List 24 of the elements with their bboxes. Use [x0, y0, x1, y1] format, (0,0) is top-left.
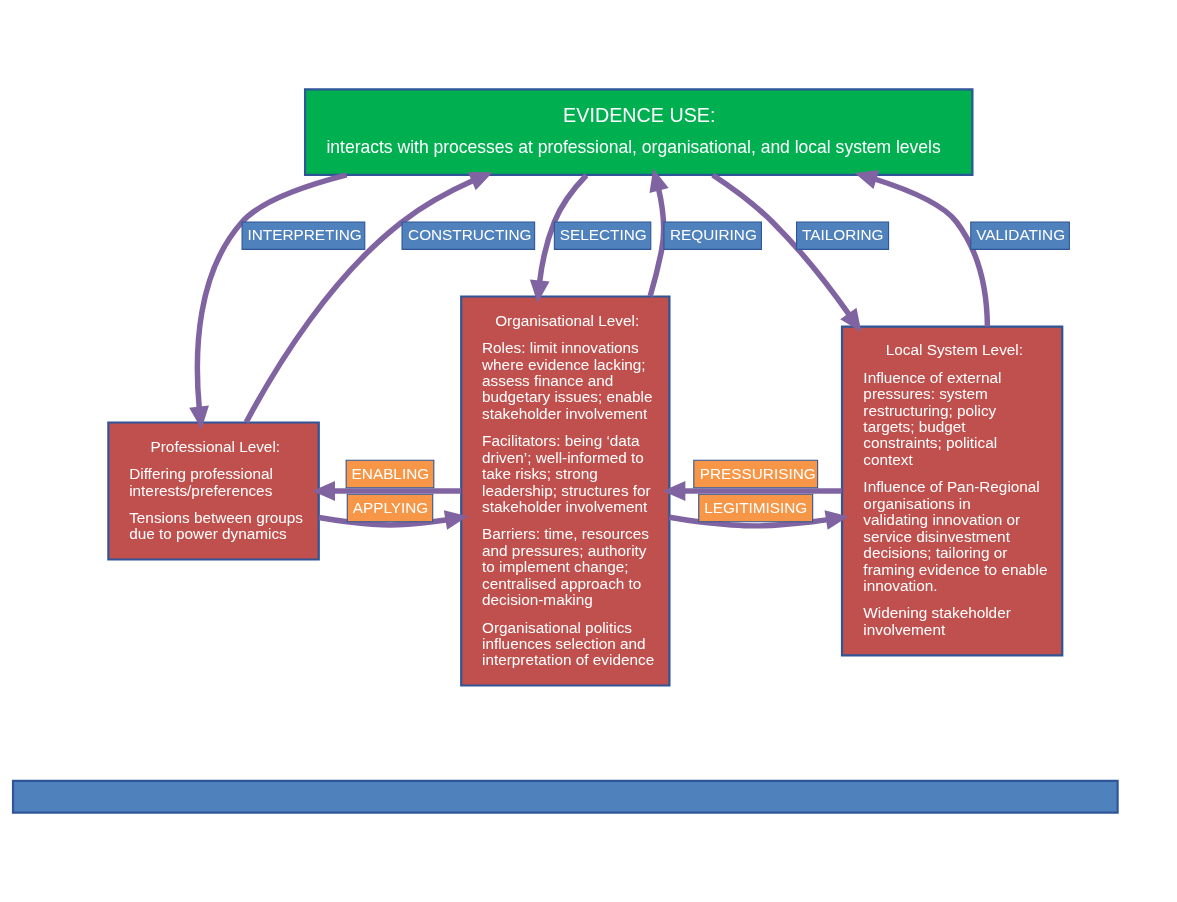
node-box: EVIDENCE USE: interacts with processes at professional, organisational, and local system levels [303, 88, 974, 176]
arrow [312, 481, 462, 501]
edge-label: SELECTING [559, 226, 647, 244]
edge-label: VALIDATING [976, 226, 1066, 244]
edge-label: LEGITIMISING [704, 498, 808, 516]
arrow [318, 510, 468, 530]
edge-label: ENABLING [351, 464, 430, 482]
arrow [189, 172, 348, 430]
arrow [854, 170, 991, 327]
arrow [711, 172, 862, 333]
arrow [668, 510, 849, 530]
edge-label: INTERPRETING [247, 226, 362, 244]
arrow [529, 173, 589, 304]
edge-label: TAILORING [802, 226, 884, 244]
arrow [647, 168, 669, 297]
node-box: Organisational Level: Roles: limit innovations where evidence lacking; assess finance and budgetary issues; enable stakeholder involvement Facilitators: being ‘data driven’; well-informed to take risks; strong leadership; structures for stakeholder involvement Barriers: time, resources and pressures; authority to implement change; centralised approach to decision-making Organisational politics influences selection and interpretation of evidence [460, 295, 671, 687]
edge-label: REQUIRING [669, 226, 757, 244]
node-box: Local System Level: Influence of external pressures: system restructuring; policy targets; budget constraints; political context Influence of Pan-Regional organisations in validating innovation or service disinvestment decisions; tailoring or framing evidence to enable innovation. Widening stakeholder involvement [840, 325, 1064, 657]
edge-label: PRESSURISING [699, 464, 816, 482]
node-box: Professional Level: Differing professional interests/preferences Tensions between groups due to power dynamics [107, 421, 320, 561]
node-bar [11, 779, 1119, 814]
edge-label: CONSTRUCTING [408, 226, 532, 244]
arrow [662, 481, 842, 501]
edge-label: APPLYING [352, 498, 429, 516]
